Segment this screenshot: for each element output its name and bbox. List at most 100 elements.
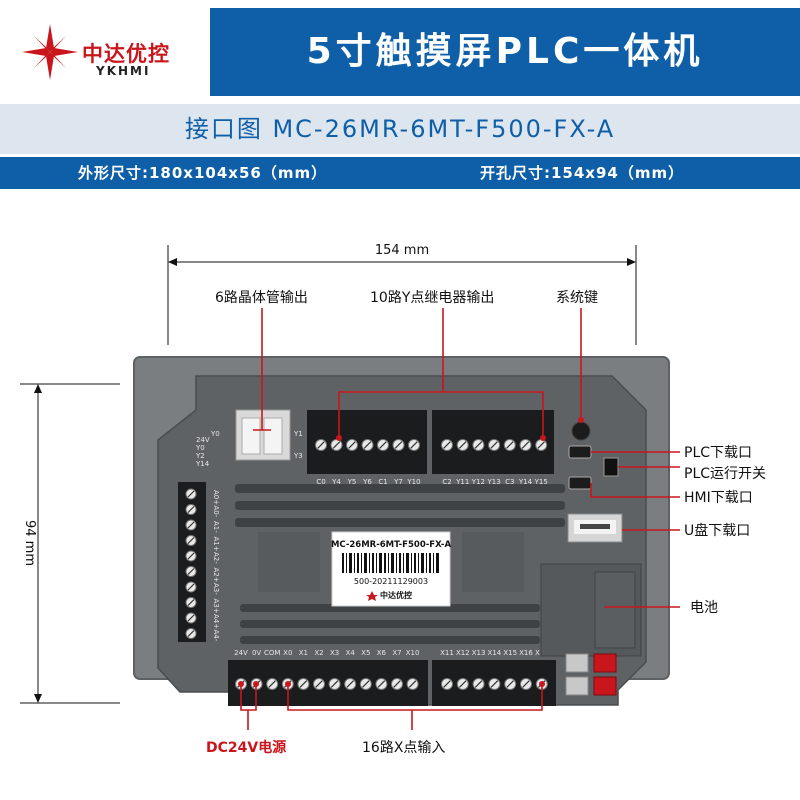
svg-text:24V: 24V (196, 436, 210, 444)
grille-left (258, 532, 320, 592)
header: 中达优控 YKHMI 5寸触摸屏PLC一体机 (0, 0, 800, 100)
page-title: 5寸触摸屏PLC一体机 (306, 31, 704, 72)
svg-text:Y2: Y2 (195, 452, 205, 460)
analog-terminal-screw[interactable] (185, 519, 197, 531)
analog-terminal-label: A2- (212, 552, 220, 564)
input-terminal-screw[interactable] (488, 678, 501, 690)
input-terminal-screw[interactable] (359, 678, 372, 690)
relay-terminal-label: Y4 (331, 478, 341, 486)
relay-terminal-label: Y6 (362, 478, 372, 486)
label-brand: 中达优控 (380, 590, 412, 600)
analog-terminal-screw[interactable] (185, 535, 197, 546)
callout-x-inputs: 16路X点输入 (362, 740, 445, 756)
input-terminal-label: X16 (519, 649, 533, 657)
height-dimension: 94 mm (20, 383, 120, 704)
analog-terminal-screw[interactable] (185, 597, 197, 608)
input-terminal-label: COM (264, 649, 280, 657)
input-terminal-label: X14 (488, 649, 502, 657)
callout-plc-download: PLC下载口 (684, 445, 752, 461)
relay-terminal-screw[interactable] (503, 439, 516, 451)
input-terminal-screw[interactable] (472, 678, 485, 690)
input-terminal-label: X3 (330, 649, 339, 657)
relay-terminal-label: Y11 (455, 478, 469, 486)
input-terminal-label: X7 (392, 649, 401, 657)
input-terminal-label: 0V (252, 649, 261, 657)
label-serial: 500-20211129003 (354, 577, 428, 586)
analog-terminal-label: A4- (212, 630, 220, 642)
brand-name-en: YKHMI (96, 64, 151, 78)
relay-terminal-label: C3 (505, 478, 514, 486)
callout-plc-run-switch: PLC运行开关 (684, 466, 766, 482)
input-terminal-screw[interactable] (520, 678, 532, 690)
input-terminal-screw[interactable] (456, 678, 469, 690)
relay-terminal-screw[interactable] (330, 439, 343, 451)
plc-run-switch[interactable] (603, 457, 619, 477)
analog-terminal-screw[interactable] (185, 504, 197, 515)
svg-text:Y1: Y1 (293, 430, 303, 438)
input-terminal-screw[interactable] (344, 678, 357, 690)
relay-terminal-screw[interactable] (488, 439, 501, 451)
analog-terminal-screw[interactable] (185, 612, 197, 624)
relay-terminal-label: Y5 (347, 478, 357, 486)
height-label: 94 mm (22, 520, 37, 566)
cutout-size: 开孔尺寸:154x94（mm） (480, 164, 685, 182)
relay-terminal-label: Y7 (393, 478, 403, 486)
usb-port[interactable] (567, 513, 623, 543)
input-terminal-screw[interactable] (313, 678, 325, 690)
label-star-icon (366, 591, 378, 601)
analog-terminal-screw[interactable] (185, 628, 197, 639)
analog-terminal-screw[interactable] (185, 566, 197, 577)
system-key[interactable] (571, 421, 591, 441)
input-terminal-label: X10 (406, 649, 420, 657)
input-terminal-label: X5 (361, 649, 370, 657)
relay-terminal-screw[interactable] (535, 439, 548, 451)
input-terminal-screw[interactable] (391, 678, 403, 690)
input-terminal-screw[interactable] (375, 678, 388, 690)
subtitle-row: 接口图 MC-26MR-6MT-F500-FX-A (0, 104, 800, 154)
relay-terminal-label: C2 (442, 478, 451, 486)
analog-terminal-screw[interactable] (185, 488, 197, 500)
relay-terminal-label: C0 (316, 478, 325, 486)
callout-usb-download: U盘下载口 (684, 522, 750, 539)
relay-terminal-screw[interactable] (361, 439, 374, 451)
input-terminal-screw[interactable] (297, 678, 310, 690)
relay-terminal-screw[interactable] (392, 439, 405, 451)
plc-download-port[interactable] (568, 445, 592, 459)
width-label: 154 mm (375, 243, 429, 258)
callout-transistor-output: 6路晶体管输出 (215, 290, 308, 306)
input-terminal-screw[interactable] (406, 678, 419, 690)
input-terminal-screw[interactable] (441, 678, 453, 690)
relay-terminal-screw[interactable] (456, 439, 469, 451)
input-terminal-label: X15 (503, 649, 517, 657)
hmi-download-port[interactable] (568, 476, 592, 490)
bottom-right-connectors (565, 653, 617, 696)
relay-terminal-screw[interactable] (408, 439, 420, 451)
callout-battery: 电池 (690, 600, 718, 616)
analog-terminal-label: A4+ (212, 614, 220, 629)
callout-dots (238, 417, 584, 687)
input-terminal-label: X13 (472, 649, 486, 657)
analog-terminal-screw[interactable] (185, 581, 197, 593)
barcode (342, 553, 439, 573)
callout-relay-output: 10路Y点继电器输出 (370, 290, 494, 306)
input-terminal-screw[interactable] (328, 678, 341, 690)
battery-compartment[interactable] (540, 563, 642, 657)
relay-terminal-screw[interactable] (441, 439, 453, 451)
relay-terminal-screw[interactable] (377, 439, 389, 451)
relay-terminal-screw[interactable] (519, 439, 532, 451)
relay-terminal-screw[interactable] (315, 439, 327, 451)
input-terminal-screw[interactable] (504, 678, 517, 690)
analog-terminal-block (178, 482, 206, 642)
top-left-labels: 24V Y0 Y2 Y14 Y0 Y1 Y3 (195, 430, 303, 468)
analog-terminal-label: A3- (212, 583, 220, 595)
analog-terminal-screw[interactable] (185, 550, 197, 562)
relay-terminal-label: Y14 (518, 478, 533, 486)
input-terminal-label: X6 (377, 649, 387, 657)
input-terminal-block-b (432, 660, 556, 706)
input-terminal-screw[interactable] (266, 678, 279, 690)
relay-terminal-screw[interactable] (346, 439, 358, 451)
label-model: MC-26MR-6MT-F500-FX-A (331, 540, 452, 550)
analog-terminal-label: A1+ (212, 537, 220, 552)
relay-terminal-screw[interactable] (472, 439, 485, 451)
callout-lines (240, 308, 680, 730)
